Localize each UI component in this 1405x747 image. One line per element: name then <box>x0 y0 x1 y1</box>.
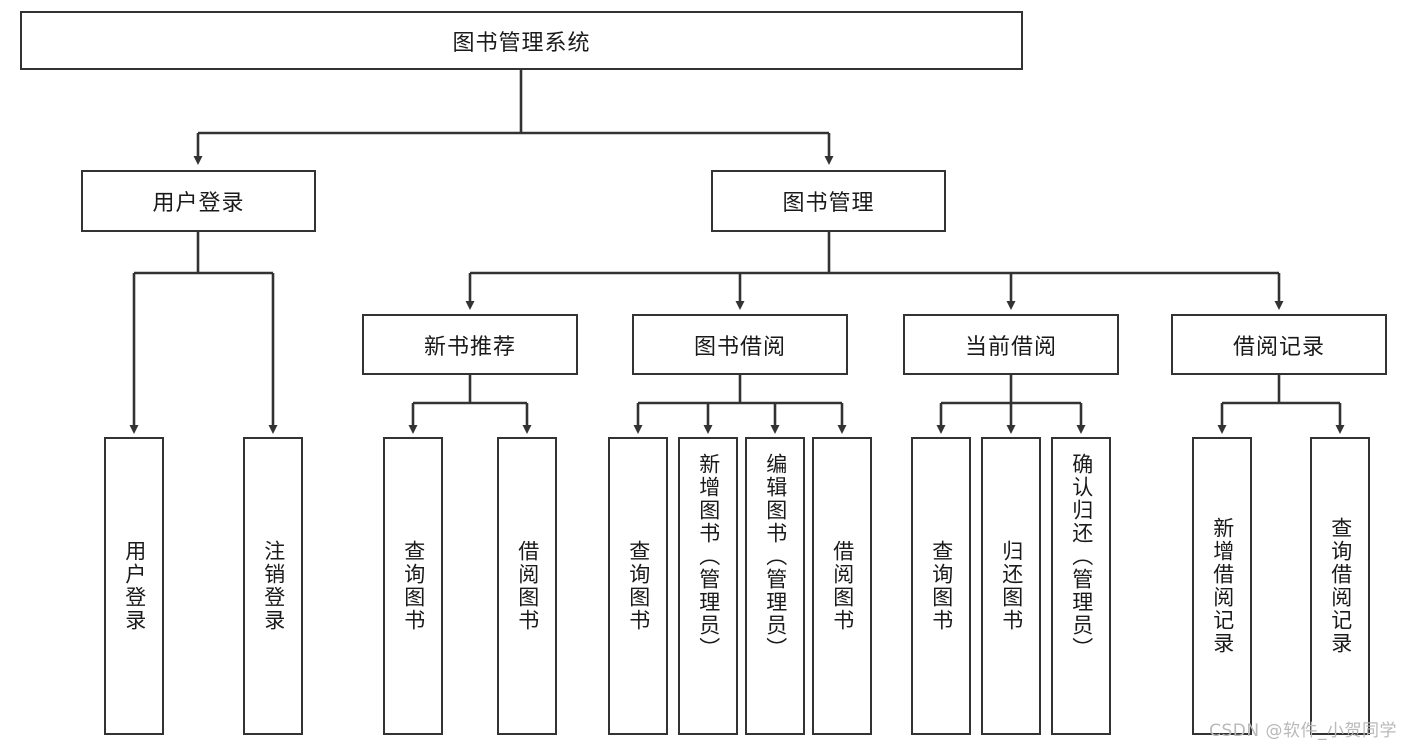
node-borrow-record[interactable]: 借阅记录 <box>1171 314 1387 375</box>
node-label: 编辑图书（管理员） <box>763 453 788 660</box>
node-label: 当前借阅 <box>964 334 1057 360</box>
leaf-query-book-current[interactable]: 查询图书 <box>911 437 971 735</box>
node-label: 借阅记录 <box>1232 334 1325 360</box>
node-label: 图书管理系统 <box>452 30 591 56</box>
node-label: 查询图书 <box>626 540 651 632</box>
leaf-return-book[interactable]: 归还图书 <box>981 437 1041 735</box>
node-book-management[interactable]: 图书管理 <box>711 170 946 232</box>
node-label: 图书借阅 <box>693 334 786 360</box>
leaf-add-borrow-record[interactable]: 新增借阅记录 <box>1192 437 1252 735</box>
node-new-book-recommend[interactable]: 新书推荐 <box>362 314 578 375</box>
node-user-login[interactable]: 用户登录 <box>81 170 316 232</box>
node-label: 注销登录 <box>261 540 286 632</box>
node-label: 归还图书 <box>999 540 1024 632</box>
node-label: 查询借阅记录 <box>1328 517 1353 655</box>
node-root-system[interactable]: 图书管理系统 <box>20 11 1023 70</box>
node-label: 用户登录 <box>122 540 147 632</box>
node-label: 图书管理 <box>782 191 875 216</box>
node-label: 查询图书 <box>929 540 954 632</box>
node-book-borrow[interactable]: 图书借阅 <box>632 314 848 375</box>
leaf-query-book-borrow[interactable]: 查询图书 <box>608 437 668 735</box>
node-label: 查询图书 <box>401 540 426 632</box>
node-label: 借阅图书 <box>515 540 540 632</box>
leaf-borrow-book[interactable]: 借阅图书 <box>812 437 872 735</box>
leaf-user-login[interactable]: 用户登录 <box>104 437 164 735</box>
leaf-edit-book[interactable]: 编辑图书（管理员） <box>745 437 805 735</box>
leaf-add-book[interactable]: 新增图书（管理员） <box>678 437 738 735</box>
leaf-logout-login[interactable]: 注销登录 <box>243 437 303 735</box>
node-label: 用户登录 <box>152 191 245 216</box>
node-label: 新增图书（管理员） <box>696 453 721 660</box>
leaf-query-book-recommend[interactable]: 查询图书 <box>383 437 443 735</box>
node-label: 新书推荐 <box>423 334 516 360</box>
leaf-borrow-book-recommend[interactable]: 借阅图书 <box>497 437 557 735</box>
leaf-query-borrow-record[interactable]: 查询借阅记录 <box>1310 437 1370 735</box>
node-current-borrow[interactable]: 当前借阅 <box>903 314 1119 375</box>
node-label: 确认归还（管理员） <box>1069 453 1094 660</box>
node-label: 借阅图书 <box>830 540 855 632</box>
watermark: CSDN @软件_小贺同学 <box>1209 721 1397 741</box>
leaf-confirm-return[interactable]: 确认归还（管理员） <box>1051 437 1111 735</box>
node-label: 新增借阅记录 <box>1210 517 1235 655</box>
